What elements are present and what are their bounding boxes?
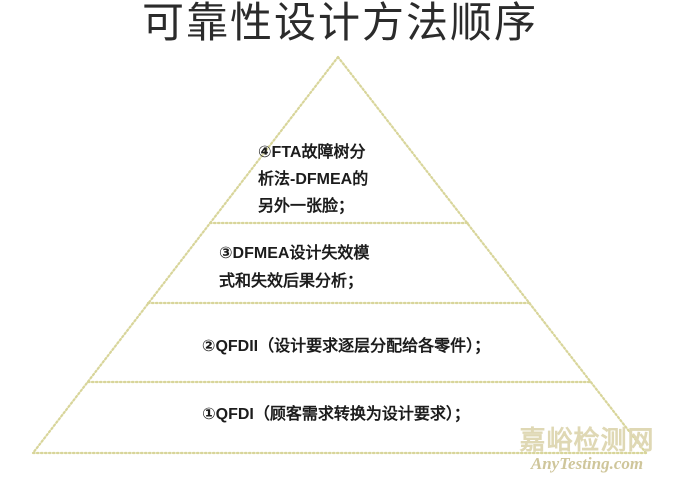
pyramid-level-2-label: ②QFDII（设计要求逐层分配给各零件）； xyxy=(201,338,491,355)
pyramid-level-1-label: ①QFDI（顾客需求转换为设计要求）； xyxy=(202,406,470,423)
pyramid-level-4-label: ④FTA故障树分 析法-DFMEA的 另外一张脸； xyxy=(258,144,369,215)
page-title: 可靠性设计方法顺序 xyxy=(141,1,538,47)
pyramid-right-edge xyxy=(336,55,648,455)
pyramid-body xyxy=(33,57,646,453)
pyramid-level-3-label: ③DFMEA设计失效模 式和失效后果分析； xyxy=(219,245,370,290)
pyramid-left-edge xyxy=(31,55,340,455)
